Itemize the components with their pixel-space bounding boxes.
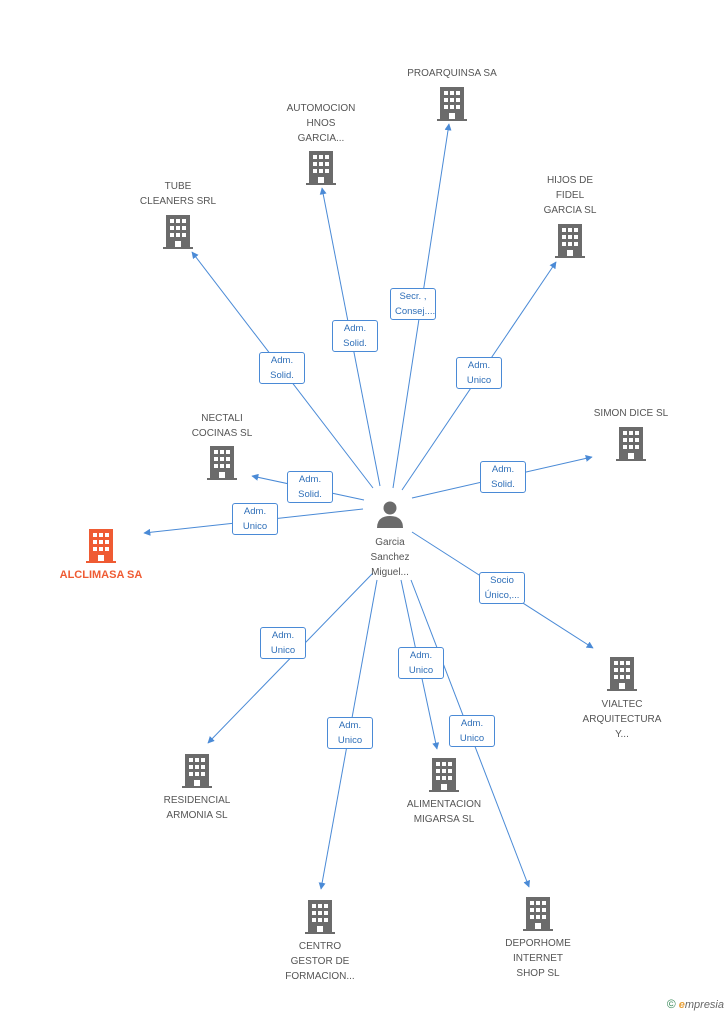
building-icon[interactable] [616, 427, 646, 461]
company-name[interactable]: NECTALI COCINAS SL [191, 413, 253, 439]
edge-role-label[interactable]: Adm. Solid. [287, 471, 333, 503]
edge-role-label[interactable]: Adm. Solid. [259, 352, 305, 384]
edge-role-label[interactable]: Adm. Unico [449, 715, 495, 747]
edge-role-label[interactable]: Secr. , Consej.... [390, 288, 436, 320]
edge-role-label[interactable]: Adm. Unico [456, 357, 502, 389]
edge-role-label[interactable]: Adm. Unico [327, 717, 373, 749]
empresia-logo-text: mpresia [684, 999, 724, 1011]
company-name[interactable]: RESIDENCIAL ARMONIA SL [163, 795, 231, 821]
copyright-icon: © [666, 997, 676, 1011]
building-icon[interactable] [306, 151, 336, 185]
building-icon[interactable] [305, 900, 335, 934]
building-icon[interactable] [163, 215, 193, 249]
edge-role-label[interactable]: Adm. Solid. [480, 461, 526, 493]
company-name[interactable]: HIJOS DE FIDEL GARCIA SL [543, 175, 597, 216]
building-icon[interactable] [523, 897, 553, 931]
building-icon[interactable] [207, 446, 237, 480]
edge-role-label[interactable]: Socio Único,... [479, 572, 525, 604]
edge-role-label[interactable]: Adm. Unico [260, 627, 306, 659]
edge-role-label[interactable]: Adm. Unico [232, 503, 278, 535]
primary-company-name[interactable]: ALCLIMASA SA [59, 569, 143, 581]
edge-role-label[interactable]: Adm. Solid. [332, 320, 378, 352]
company-name[interactable]: ALIMENTACION MIGARSA SL [406, 799, 482, 825]
company-name[interactable]: TUBE CLEANERS SRL [139, 181, 217, 207]
company-name[interactable]: VIALTEC ARQUITECTURA Y... [582, 699, 662, 740]
building-icon[interactable] [182, 754, 212, 788]
company-name[interactable]: SIMON DICE SL [593, 408, 669, 419]
building-icon[interactable] [429, 758, 459, 792]
building-icon-primary[interactable] [86, 529, 116, 563]
person-icon[interactable] [377, 501, 403, 529]
company-name[interactable]: AUTOMOCION HNOS GARCIA... [286, 103, 356, 144]
copyright-notice: © empresia [667, 997, 724, 1011]
edge-role-label[interactable]: Adm. Unico [398, 647, 444, 679]
company-name[interactable]: CENTRO GESTOR DE FORMACION... [285, 941, 355, 982]
building-icon[interactable] [607, 657, 637, 691]
building-icon[interactable] [437, 87, 467, 121]
company-name[interactable]: DEPORHOME INTERNET SHOP SL [505, 938, 571, 979]
person-name[interactable]: Garcia Sanchez Miguel... [370, 537, 410, 578]
empresia-logo-initial: e [678, 999, 685, 1011]
company-name[interactable]: PROARQUINSA SA [407, 68, 497, 79]
building-icon[interactable] [555, 224, 585, 258]
